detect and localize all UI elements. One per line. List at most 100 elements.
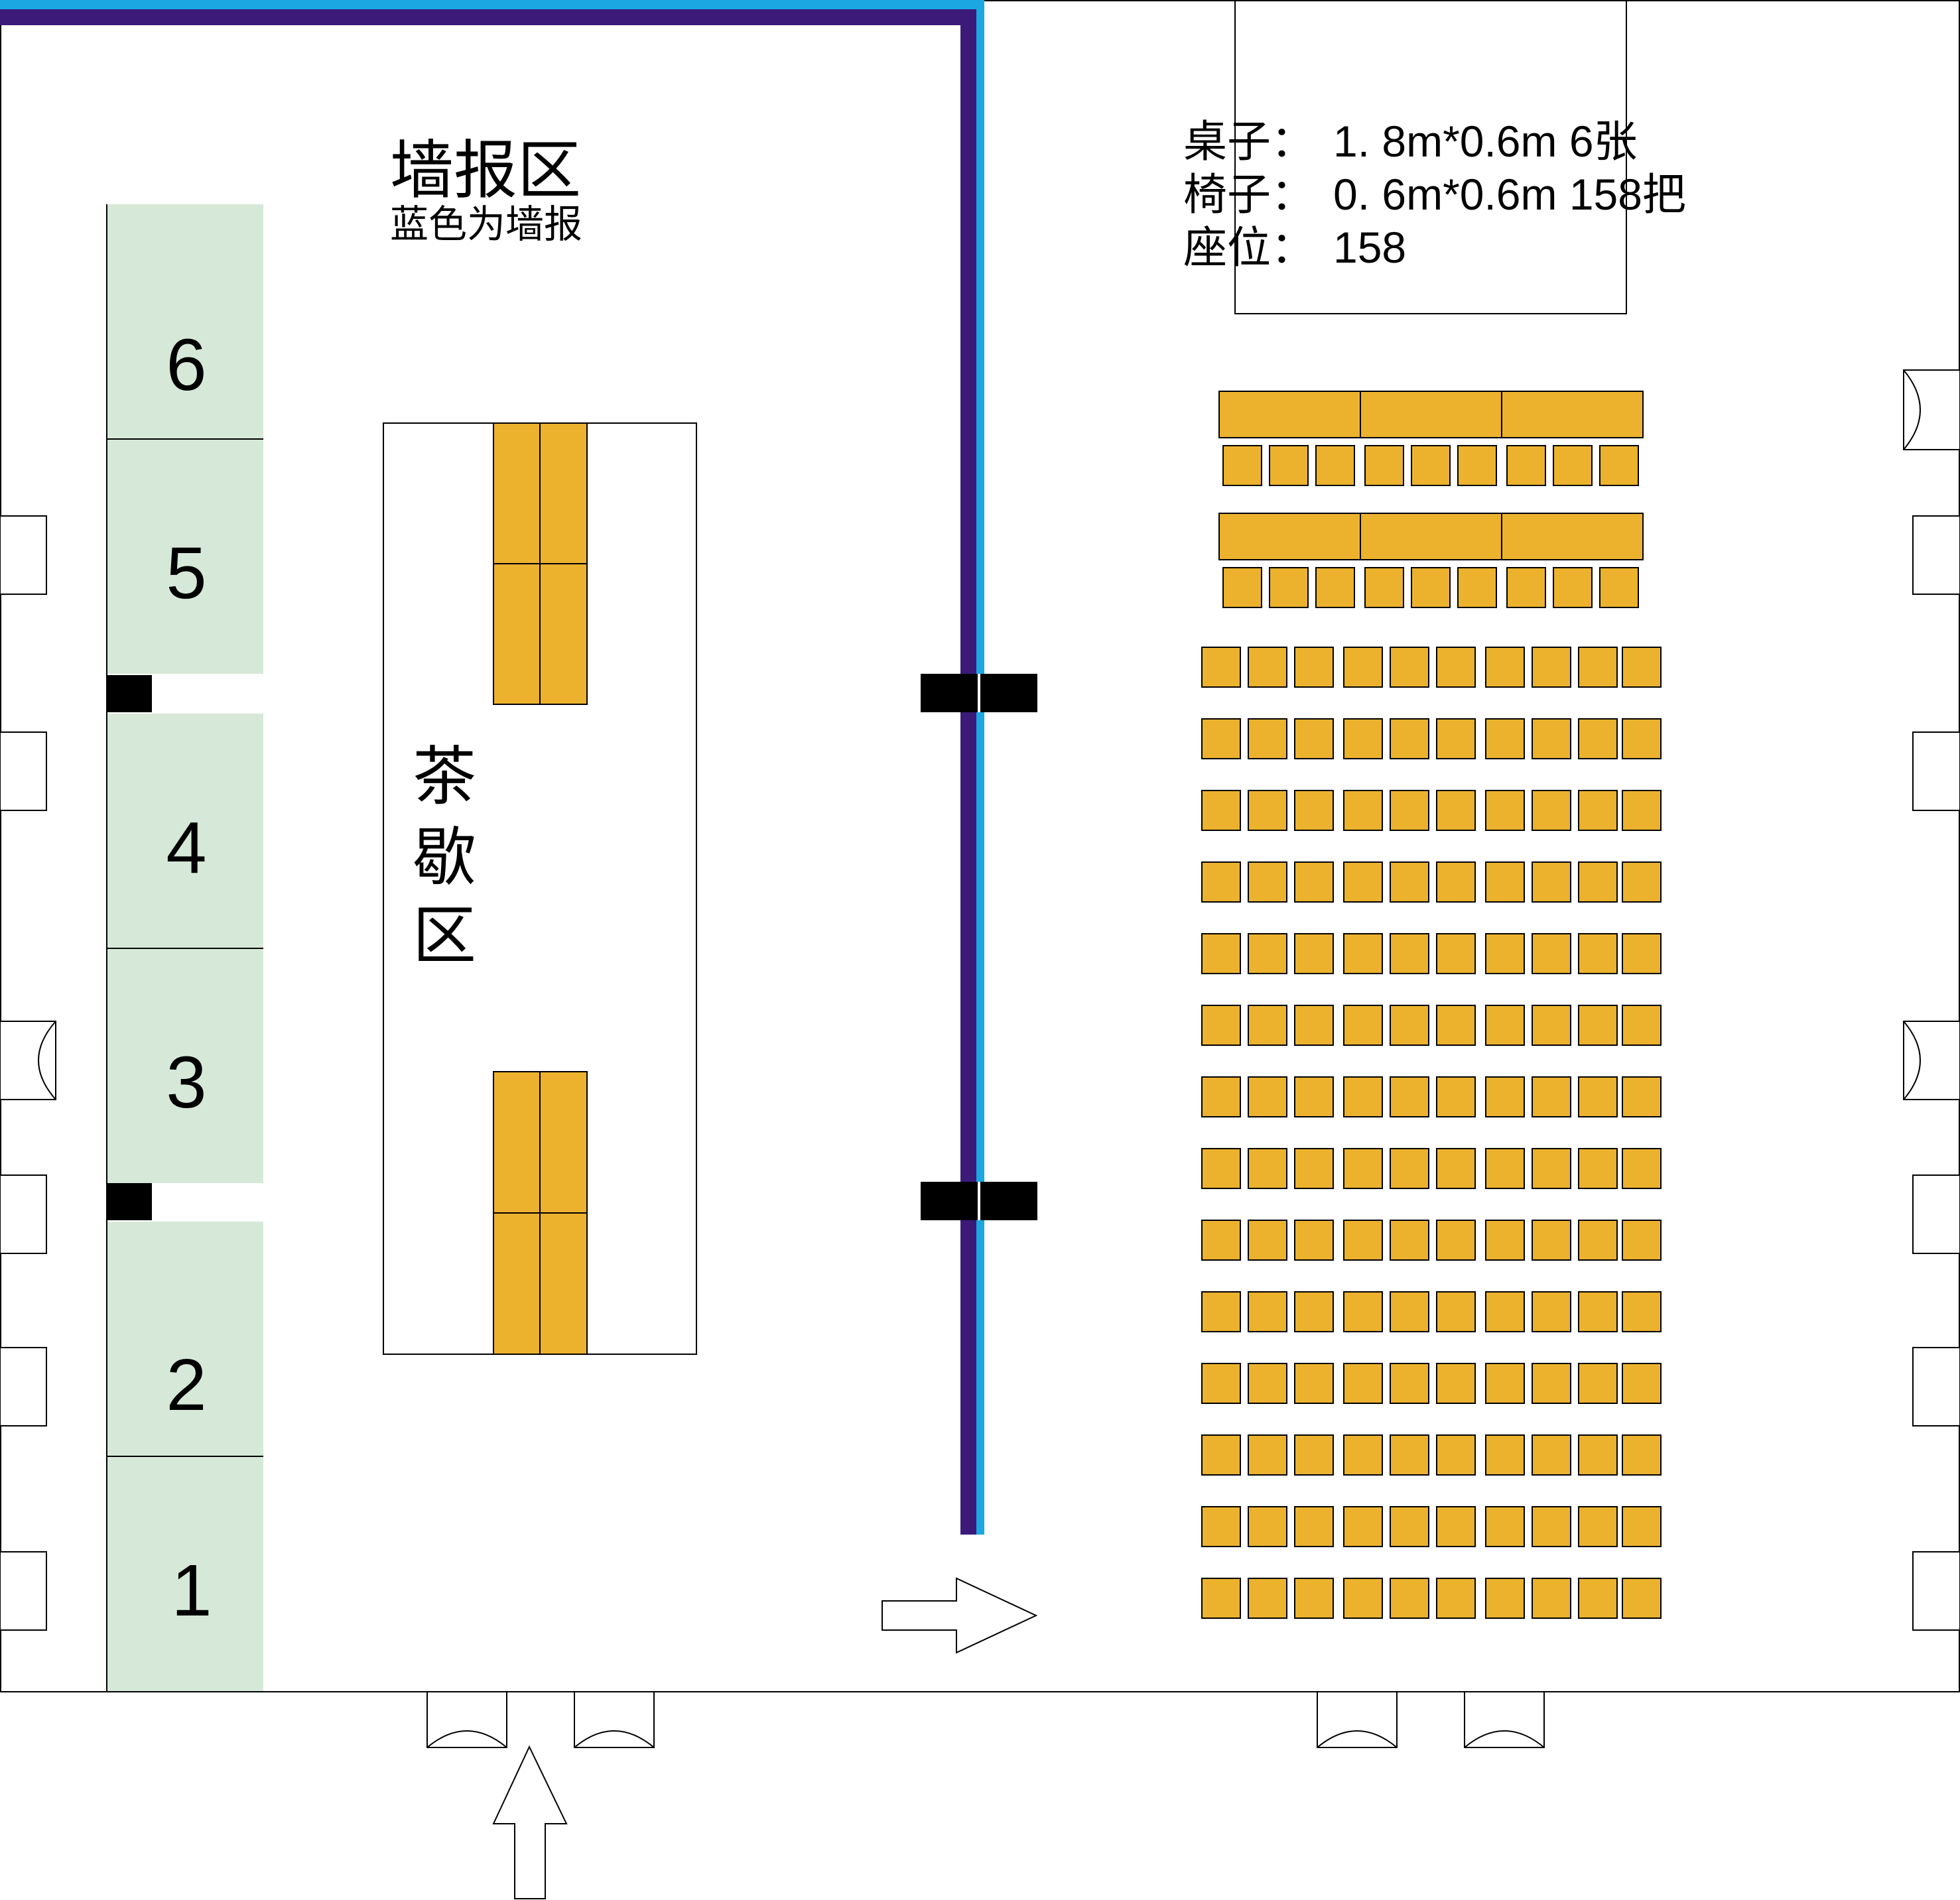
booth-1 — [107, 1456, 263, 1691]
chair — [1622, 1076, 1662, 1117]
chair — [1269, 567, 1309, 608]
chair — [1343, 1506, 1383, 1547]
chair — [1294, 1005, 1334, 1046]
chair — [1248, 1291, 1287, 1332]
stage-info: 桌子： 1. 8m*0.6m 6张 椅子： 0. 6m*0.6m 158把 座位… — [1183, 117, 1686, 272]
chair — [1248, 790, 1287, 831]
chair — [1390, 1291, 1429, 1332]
chair — [1294, 1291, 1334, 1332]
left-wall-doors — [0, 515, 56, 1631]
window — [1912, 1174, 1960, 1254]
chair — [1343, 861, 1383, 903]
booth-3 — [107, 948, 263, 1183]
chair — [1390, 861, 1429, 903]
chair — [1622, 1578, 1662, 1619]
chair — [1411, 445, 1451, 486]
chair — [1485, 1005, 1525, 1046]
chair — [1343, 647, 1383, 688]
window — [1912, 1347, 1960, 1426]
chair — [1269, 445, 1309, 486]
chair — [1553, 567, 1593, 608]
chair — [1457, 445, 1497, 486]
chair — [1532, 861, 1571, 903]
pillar — [107, 1183, 152, 1220]
chair — [1248, 1434, 1287, 1476]
chair — [1201, 1291, 1241, 1332]
door — [0, 1021, 56, 1100]
chair — [1390, 647, 1429, 688]
chair — [1622, 1148, 1662, 1189]
chair — [1436, 1076, 1476, 1117]
booth-number: 2 — [166, 1344, 206, 1426]
chair — [1578, 1148, 1618, 1189]
chair — [1532, 1363, 1571, 1404]
chair — [1532, 790, 1571, 831]
chair — [1532, 718, 1571, 759]
chair — [1436, 1434, 1476, 1476]
chair — [1436, 933, 1476, 974]
booth-4 — [107, 714, 263, 948]
booth-number: 4 — [166, 807, 206, 889]
poster-area-subtitle: 蓝色为墙报 — [390, 203, 582, 246]
head-table — [1218, 513, 1361, 560]
chair — [1578, 861, 1618, 903]
bottom-wall-doors — [426, 1691, 1545, 1748]
chair — [1294, 647, 1334, 688]
chair — [1294, 1578, 1334, 1619]
chair — [1532, 933, 1571, 974]
window — [1912, 1551, 1960, 1631]
booth-number: 1 — [171, 1550, 212, 1631]
chair — [1622, 861, 1662, 903]
door — [574, 1691, 655, 1748]
chair — [1622, 1291, 1662, 1332]
chair — [1532, 1148, 1571, 1189]
chair — [1248, 1220, 1287, 1261]
chair — [1436, 790, 1476, 831]
chair — [1532, 1578, 1571, 1619]
chair — [1201, 1148, 1241, 1189]
head-table — [1360, 391, 1502, 438]
chair — [1532, 1076, 1571, 1117]
window — [0, 731, 47, 811]
head-table — [1501, 391, 1644, 438]
chair — [1436, 861, 1476, 903]
chair — [1343, 790, 1383, 831]
chair — [1343, 1148, 1383, 1189]
info-label-tables: 桌子： — [1183, 117, 1315, 166]
chair — [1578, 1434, 1618, 1476]
chair — [1390, 1148, 1429, 1189]
chair — [1578, 1578, 1618, 1619]
chair — [1578, 790, 1618, 831]
entrance-arrow-up — [492, 1745, 568, 1899]
chair — [1622, 647, 1662, 688]
chair — [1201, 1005, 1241, 1046]
chair — [1553, 445, 1593, 486]
chair — [1343, 1291, 1383, 1332]
chair — [1294, 1363, 1334, 1404]
head-table — [1218, 391, 1361, 438]
chair — [1436, 1363, 1476, 1404]
tea-break-label: 歇 — [413, 822, 476, 893]
chair — [1390, 933, 1429, 974]
chair — [1248, 1148, 1287, 1189]
door — [1464, 1691, 1545, 1748]
chair — [1436, 1148, 1476, 1189]
chair — [1294, 933, 1334, 974]
chair — [1578, 647, 1618, 688]
chair — [1436, 647, 1476, 688]
chair — [1578, 1363, 1618, 1404]
chair — [1294, 1148, 1334, 1189]
poster-area-title: 墙报区 — [390, 135, 581, 206]
chair — [1485, 1076, 1525, 1117]
chair — [1436, 1506, 1476, 1547]
window — [0, 1174, 47, 1254]
chair — [1485, 1220, 1525, 1261]
chair — [1622, 933, 1662, 974]
chair — [1390, 718, 1429, 759]
chair — [1201, 1578, 1241, 1619]
chair — [1343, 933, 1383, 974]
chair — [1622, 718, 1662, 759]
poster-wall — [0, 0, 984, 1535]
info-value-seats: 158 — [1333, 223, 1406, 272]
chair — [1436, 1220, 1476, 1261]
